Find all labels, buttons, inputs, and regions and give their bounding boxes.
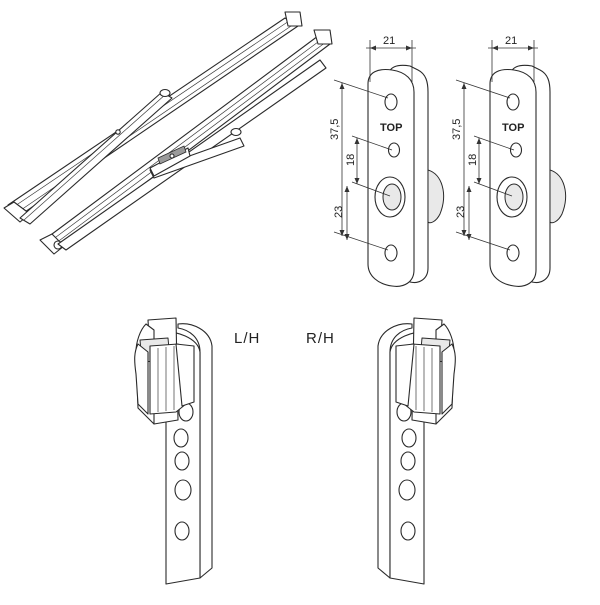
plate-spring-boss — [549, 169, 566, 224]
dimension-upper: 18 — [345, 135, 393, 197]
stay-track-front — [39, 29, 333, 255]
dimension-lower: 23 — [333, 186, 350, 240]
dimension-total: 37,5 — [329, 79, 389, 251]
dim-lower-value: 23 — [333, 206, 345, 218]
screw-hole-icon — [398, 479, 416, 501]
dimension-width: 21 — [488, 35, 538, 82]
screw-hole-icon — [506, 93, 520, 111]
dimension-upper: 18 — [467, 135, 515, 197]
left-hand-label: L/H — [234, 330, 260, 347]
screw-hole-icon — [173, 428, 189, 448]
fixing-plate-2: TOP 21 37,5 18 23 — [451, 35, 566, 287]
dim-upper-value: 18 — [467, 154, 479, 166]
plate-top-label: TOP — [502, 122, 524, 134]
screw-hole-icon — [174, 479, 192, 501]
friction-stay-arms — [3, 11, 333, 255]
hinge-knuckle — [134, 317, 195, 425]
screw-hole-icon — [384, 244, 398, 262]
screw-hole-icon — [506, 244, 520, 262]
screw-hole-icon — [400, 521, 416, 541]
screw-hole-icon — [400, 451, 416, 471]
plate-spring-boss — [427, 169, 444, 224]
pivot-pin-icon — [159, 88, 171, 98]
hinge-knuckle — [395, 317, 456, 425]
stay-arm-rear — [19, 88, 173, 225]
stay-scissor-arms — [57, 59, 327, 251]
dim-lower-value: 23 — [455, 206, 467, 218]
right-hand-label: R/H — [306, 330, 335, 347]
plate-top-label: TOP — [380, 122, 402, 134]
dim-width-value: 21 — [505, 35, 517, 47]
stay-track-rear — [3, 11, 303, 223]
screw-hole-icon — [387, 142, 401, 158]
screw-hole-icon — [174, 451, 190, 471]
dimension-lower: 23 — [455, 186, 472, 240]
dim-width-value: 21 — [383, 35, 395, 47]
hinge-right-hand: R/H — [306, 317, 456, 585]
dim-total-value: 37,5 — [451, 119, 463, 140]
hinge-left-hand: L/H — [134, 317, 260, 585]
dim-upper-value: 18 — [345, 154, 357, 166]
dim-total-value: 37,5 — [329, 119, 341, 140]
dimension-total: 37,5 — [451, 79, 511, 251]
fixing-plate-1: TOP 21 37,5 18 — [329, 35, 444, 287]
dimension-width: 21 — [366, 35, 416, 82]
screw-hole-icon — [401, 428, 417, 448]
screw-hole-icon — [509, 142, 523, 158]
screw-hole-icon — [174, 521, 190, 541]
screw-hole-icon — [384, 93, 398, 111]
pivot-pin-icon — [230, 127, 242, 137]
